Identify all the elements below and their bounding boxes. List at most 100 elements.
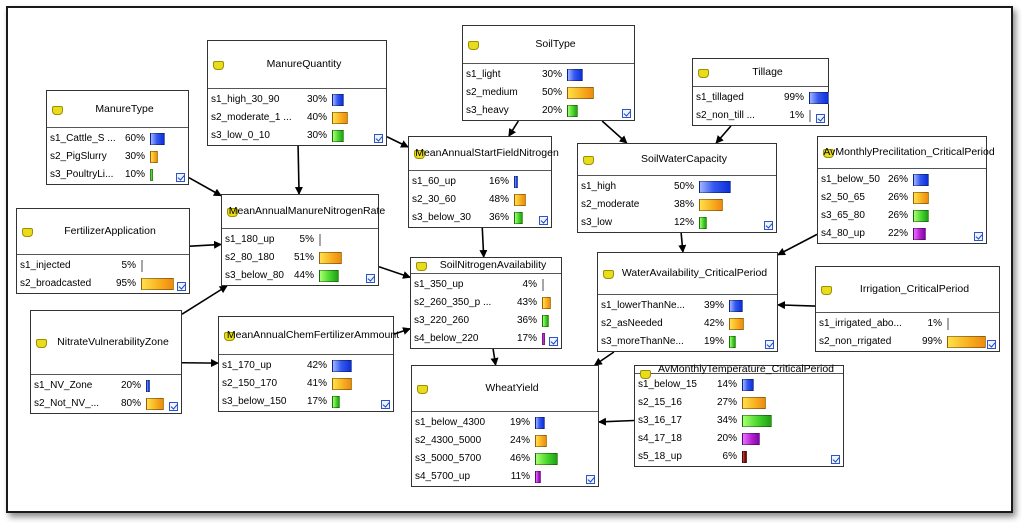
node-checkbox-icon[interactable] (374, 134, 383, 143)
state-probability-bar (742, 379, 754, 391)
state-label: s2_non_till ... (696, 110, 755, 121)
node-checkbox-icon[interactable] (816, 114, 825, 123)
state-row[interactable]: s2_non_till ...1% (693, 107, 830, 125)
state-row[interactable]: s1_lowerThanNe...39% (598, 297, 779, 315)
node-checkbox-icon[interactable] (764, 221, 773, 230)
node-checkbox-icon[interactable] (974, 232, 983, 241)
node-checkbox-icon[interactable] (586, 475, 595, 484)
node-chance-icon (640, 370, 651, 379)
state-row[interactable]: s2_260_350_p ...43% (411, 294, 563, 312)
node-checkbox-icon[interactable] (366, 274, 375, 283)
node-water-availability[interactable]: WaterAvailability_CriticalPeriod s1_lower… (597, 252, 778, 352)
state-label: s1_tillaged (696, 92, 744, 103)
node-checkbox-icon[interactable] (539, 216, 548, 225)
state-label: s2_260_350_p ... (414, 297, 492, 308)
node-checkbox-icon[interactable] (381, 400, 390, 409)
state-label: s3_below_80 (225, 270, 284, 281)
state-row[interactable]: s1_Cattle_S ...60% (47, 130, 190, 148)
node-title: SoilNitrogenAvailability (439, 259, 547, 271)
node-chance-icon (52, 105, 63, 115)
state-label: s3_16_17 (638, 415, 682, 426)
state-probability-bar (332, 112, 348, 124)
state-probability-bar (567, 69, 583, 81)
state-row[interactable]: s3_PoultryLi...10% (47, 166, 190, 184)
node-header: WaterAvailability_CriticalPeriod (598, 253, 777, 295)
state-row[interactable]: s2_Not_NV_...80% (31, 395, 183, 413)
node-checkbox-icon[interactable] (765, 340, 774, 349)
state-label: s3_65_80 (821, 210, 865, 221)
node-checkbox-icon[interactable] (987, 340, 996, 349)
node-checkbox-icon[interactable] (831, 455, 840, 464)
node-chance-icon (583, 156, 594, 165)
node-checkbox-icon[interactable] (169, 402, 178, 411)
state-probability-bar (150, 151, 158, 163)
state-row[interactable]: s1_irrigated_abo...1% (816, 315, 1001, 333)
state-row[interactable]: s2_moderate_1 ...40% (208, 109, 388, 127)
node-chance-icon (468, 41, 479, 50)
node-checkbox-icon[interactable] (176, 173, 185, 182)
node-checkbox-icon[interactable] (177, 282, 186, 291)
node-checkbox-icon[interactable] (622, 109, 631, 118)
state-probability: 20% (120, 380, 141, 391)
state-probability-bar (535, 453, 558, 465)
state-probability-bar (319, 234, 321, 246)
state-row[interactable]: s3_moreThanNe...19% (598, 333, 779, 351)
node-checkbox-icon[interactable] (549, 337, 558, 346)
